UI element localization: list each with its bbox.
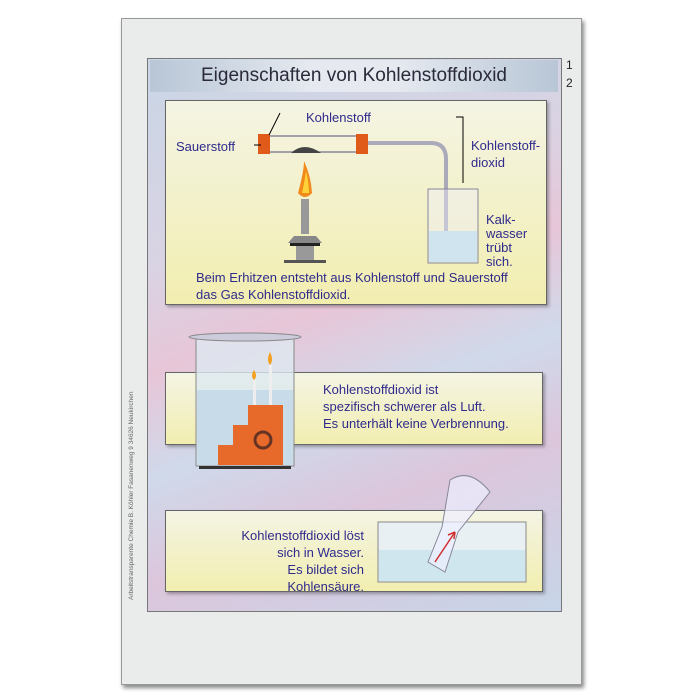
publisher-note: Arbeitstransparente Chemie B. Köhler Fas… <box>128 391 135 600</box>
label-lime-1: Kalk- <box>486 212 516 227</box>
label-oxygen: Sauerstoff <box>176 139 236 154</box>
candle-beaker-illustration <box>188 332 302 469</box>
panel2-line-3: Es unterhält keine Verbrennung. <box>323 416 509 431</box>
caption-line-1: Beim Erhitzen entsteht aus Kohlenstoff u… <box>196 270 508 285</box>
panel2-line-1: Kohlenstoffdioxid ist <box>323 382 439 397</box>
label-co2-line1: Kohlenstoff- <box>471 138 541 153</box>
label-lime-3: trübt <box>486 240 513 255</box>
page-title: Eigenschaften von Kohlenstoffdioxid <box>150 60 558 92</box>
page-number-1: 1 <box>566 58 573 72</box>
page-number-2: 2 <box>566 76 573 90</box>
label-co2-line2: dioxid <box>471 155 505 170</box>
caption-line-2: das Gas Kohlenstoffdioxid. <box>196 287 351 302</box>
panel3-line-3: Es bildet sich Kohlensäure. <box>287 562 364 594</box>
label-lime-2: wasser <box>486 226 528 241</box>
combustion-apparatus-illustration <box>254 112 479 264</box>
panel3-line-2: sich in Wasser. <box>277 545 364 560</box>
label-carbon: Kohlenstoff <box>306 110 371 125</box>
experiment-panel-1: Kohlenstoff Sauerstoff Kohlenstoff- diox… <box>165 100 547 305</box>
panel2-line-2: spezifisch schwerer als Luft. <box>323 399 486 414</box>
panel3-line-1: Kohlenstoffdioxid löst <box>241 528 364 543</box>
label-lime-4: sich. <box>486 254 513 269</box>
funnel-in-water-illustration <box>377 475 527 583</box>
